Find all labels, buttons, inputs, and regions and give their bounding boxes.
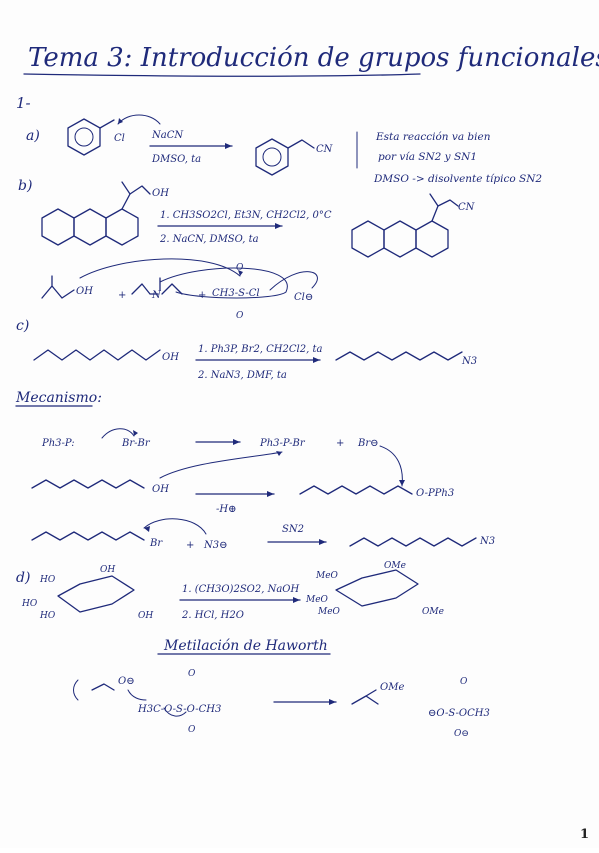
haworth-mechanism: O⊖ H3C-O-S-O-CH3 O O — [73, 669, 221, 735]
product-ome-1: MeO — [315, 571, 339, 581]
mech-triphenylphosphine: Ph3-P: — [41, 438, 75, 449]
product-ome-3: MeO — [317, 607, 341, 617]
section-number: 1- — [16, 94, 31, 112]
mech-plus-1: + — [118, 290, 126, 301]
conditions-c-1: 1. Ph3P, Br2, CH2Cl2, ta — [198, 344, 322, 355]
page-number: 1 — [580, 827, 589, 842]
conditions-b-1: 1. CH3SO2Cl, Et3N, CH2Cl2, 0°C — [160, 210, 332, 221]
product-ome-2: MeO — [305, 595, 329, 605]
mech-plus-2: + — [198, 290, 206, 301]
part-b-label: b) — [18, 178, 32, 194]
title-underline — [23, 73, 421, 77]
mechanism-heading: Mecanismo: — [15, 390, 102, 406]
mech-deprotonation: -H⊕ — [216, 504, 236, 515]
haworth-heading: Metilación de Haworth — [163, 638, 328, 654]
mech-bromine: Br-Br — [121, 438, 151, 449]
mech-o-bottom: O — [236, 311, 244, 321]
reactant-hydroxyl-b: OH — [152, 188, 169, 199]
product-azide-c: N3 — [461, 356, 477, 367]
part-c-label: c) — [16, 318, 29, 334]
byproduct-o-bottom: O⊖ — [454, 729, 469, 739]
glucose-oh-5: OH — [138, 611, 153, 621]
haworth-byproduct: ⊖O-S-OCH3 — [428, 708, 490, 719]
methylated-glucoside-structure: MeO MeO MeO OMe OMe — [305, 561, 444, 617]
mech-plus-step3: + — [186, 540, 194, 551]
conditions-a: DMSO, ta — [151, 154, 201, 165]
haworth-alkoxide: O⊖ — [118, 676, 135, 687]
benzyl-chloride-structure: Cl — [67, 118, 125, 156]
part-d-label: d) — [16, 570, 30, 586]
mech-octyl-azide-chain — [349, 537, 477, 547]
mesylation-mechanism: OH + N + CH3-S-Cl O O Cl⊖ — [41, 258, 318, 321]
reactant-hydroxyl-c: OH — [162, 352, 179, 363]
octyl-azide-chain — [335, 351, 463, 361]
curved-arrow-b3 — [269, 271, 318, 291]
mech-product-azide: N3 — [479, 536, 495, 547]
mech-octyl-bromide-chain — [31, 531, 145, 541]
anthracene-nitrile-structure: CN — [351, 193, 476, 258]
note-line-3: DMSO -> disolvente típico SN2 — [373, 173, 542, 185]
haworth-product: OMe — [380, 682, 404, 693]
sn2-label: SN2 — [282, 524, 304, 535]
conditions-d-2: 2. HCl, H2O — [181, 610, 244, 621]
mech-bromide-anion: Br⊖ — [357, 438, 379, 449]
nucleophile-nacn: NaCN — [151, 130, 184, 141]
conditions-c-2: 2. NaN3, DMF, ta — [197, 370, 287, 381]
page-title: Tema 3: Introducción de grupos funcional… — [28, 43, 599, 73]
glucose-oh-3: HO — [39, 611, 56, 621]
mech-alkoxyphosphonium: O-PPh3 — [416, 488, 454, 499]
conditions-d-1: 1. (CH3O)2SO2, NaOH — [182, 584, 299, 595]
mech-step3-bromide: Br — [149, 538, 163, 549]
benzyl-cyanide-structure: CN — [255, 138, 334, 176]
mech-azide-anion: N3⊖ — [203, 540, 228, 551]
mech-octanol-chain — [31, 479, 145, 489]
part-a-label: a) — [26, 128, 40, 144]
byproduct-o-top: O — [460, 677, 468, 687]
mech-alkoxyphosphonium-chain — [299, 485, 413, 495]
glucose-structure: HO HO HO OH OH — [21, 565, 153, 621]
product-ome-4: OMe — [384, 561, 406, 571]
glucose-oh-1: HO — [39, 575, 56, 585]
glucose-oh-4: OH — [100, 565, 115, 575]
conditions-b-2: 2. NaCN, DMSO, ta — [159, 234, 259, 245]
haworth-reagent-o-bottom: O — [188, 725, 196, 735]
mech-mesyl-chloride: CH3-S-Cl — [212, 288, 260, 299]
product-nitrile-b: CN — [458, 202, 476, 213]
curved-arrow-b2 — [159, 267, 288, 299]
mech-plus-step1: + — [336, 438, 344, 449]
haworth-product-skeleton — [351, 689, 379, 705]
note-line-2: por vía SN2 y SN1 — [378, 151, 477, 163]
glucose-oh-2: HO — [21, 599, 38, 609]
anthracene-alcohol-structure: OH — [41, 181, 169, 246]
haworth-dimethyl-sulfate: H3C-O-S-O-CH3 — [137, 704, 221, 715]
mech-bromophosphonium: Ph3-P-Br — [259, 438, 306, 449]
mech-step2-oh: OH — [152, 484, 169, 495]
reactant-chloride: Cl — [114, 133, 125, 144]
product-cyanide: CN — [316, 144, 334, 155]
haworth-reagent-o-top: O — [188, 669, 196, 679]
mech-triethylamine: N — [151, 290, 162, 301]
mech-chloride: Cl⊖ — [294, 292, 313, 303]
octanol-chain — [33, 349, 161, 361]
curved-arrow-a — [117, 114, 161, 125]
product-ome-5: OMe — [422, 607, 444, 617]
mech-oh: OH — [76, 286, 93, 297]
note-line-1: Esta reacción va bien — [375, 131, 491, 143]
